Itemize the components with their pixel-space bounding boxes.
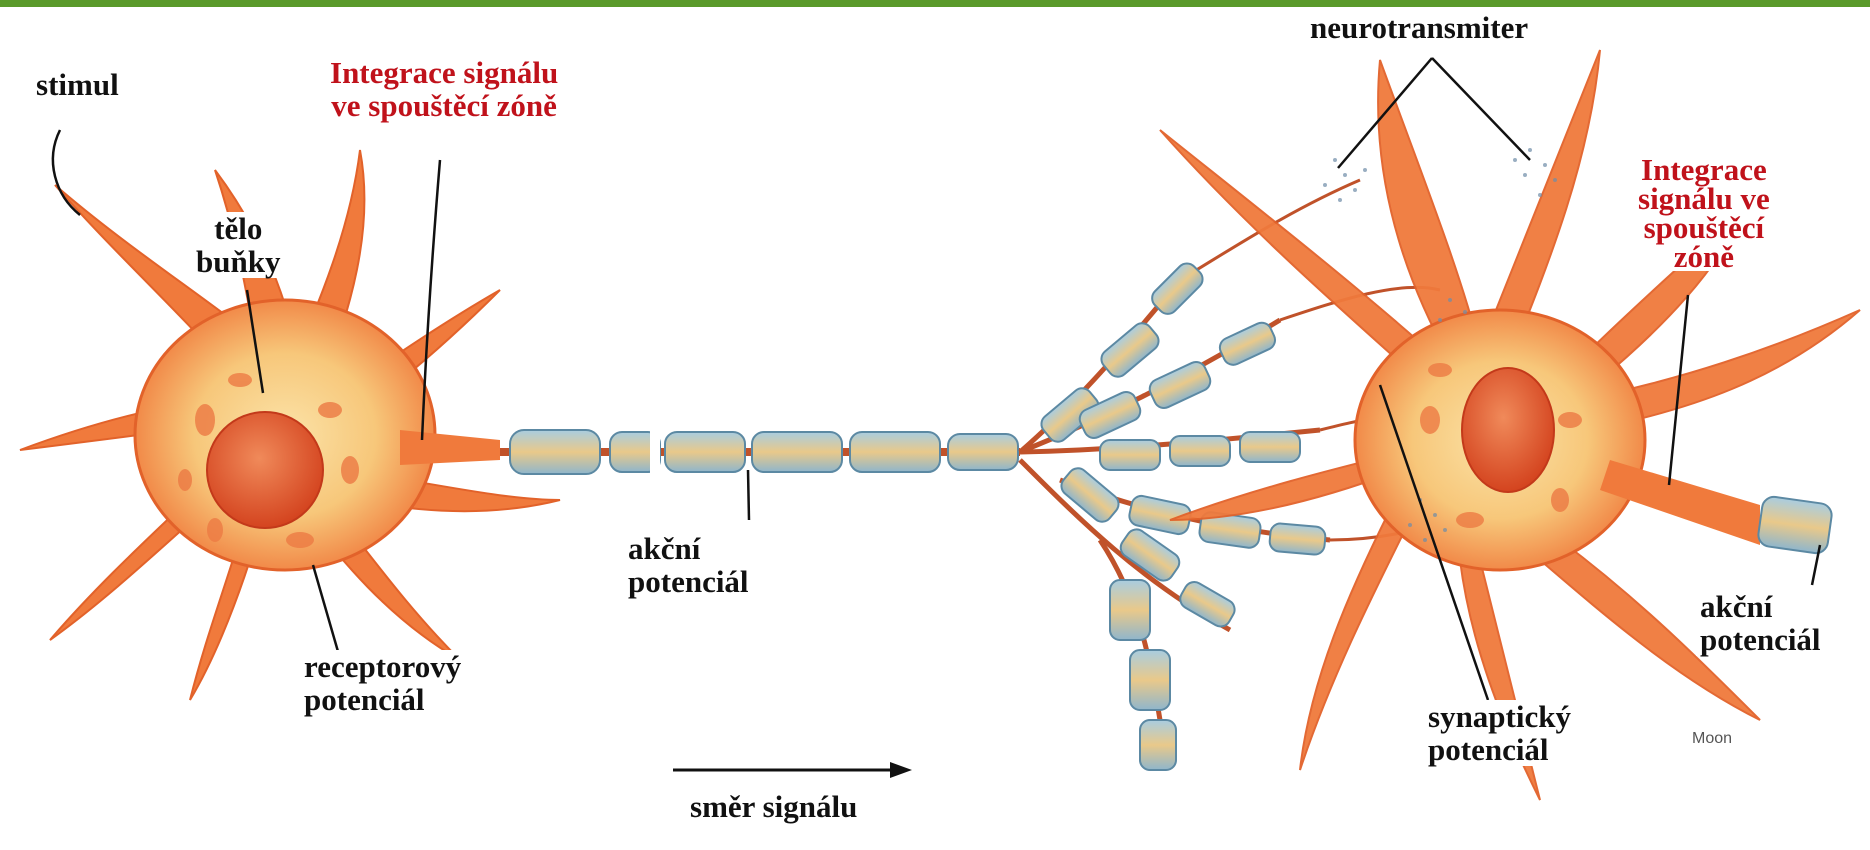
label-cell-body: tělo buňky <box>192 212 284 278</box>
label-integration-right-line2: signálu ve <box>1638 184 1770 213</box>
label-integration-left: Integrace signálu ve spouštěcí zóně <box>330 56 558 122</box>
axon <box>500 425 1020 480</box>
label-neurotransmitter: neurotransmiter <box>1306 11 1532 44</box>
label-synaptic-potential: synaptický potenciál <box>1424 700 1575 766</box>
label-synaptic-potential-line2: potenciál <box>1428 733 1571 766</box>
label-action-potential-right-line1: akční <box>1700 590 1821 623</box>
label-action-potential-middle-line1: akční <box>628 532 749 565</box>
signal-direction-arrow <box>673 762 912 778</box>
label-integration-right-line1: Integrace <box>1638 155 1770 184</box>
label-action-potential-right-line2: potenciál <box>1700 623 1821 656</box>
label-cell-body-line1: tělo <box>196 212 280 245</box>
label-action-potential-middle-line2: potenciál <box>628 565 749 598</box>
label-receptor-potential-line1: receptorový <box>304 650 461 683</box>
label-integration-left-line1: Integrace signálu <box>330 56 558 89</box>
label-integration-left-line2: ve spouštěcí zóně <box>330 89 558 122</box>
label-integration-right: Integrace signálu ve spouštěcí zóně <box>1634 155 1774 271</box>
label-stimulus: stimul <box>36 68 119 101</box>
label-receptor-potential: receptorový potenciál <box>300 650 465 716</box>
label-cell-body-line2: buňky <box>196 245 280 278</box>
label-signal-direction: směr signálu <box>690 790 857 823</box>
label-integration-right-line3: spouštěcí <box>1638 213 1770 242</box>
artist-signature: Moon <box>1692 730 1732 747</box>
left-neuron <box>20 150 560 700</box>
label-synaptic-potential-line1: synaptický <box>1428 700 1571 733</box>
label-receptor-potential-line2: potenciál <box>304 683 461 716</box>
label-action-potential-right: akční potenciál <box>1696 590 1825 656</box>
label-integration-right-line4: zóně <box>1638 242 1770 271</box>
label-action-potential-middle: akční potenciál <box>624 532 753 598</box>
